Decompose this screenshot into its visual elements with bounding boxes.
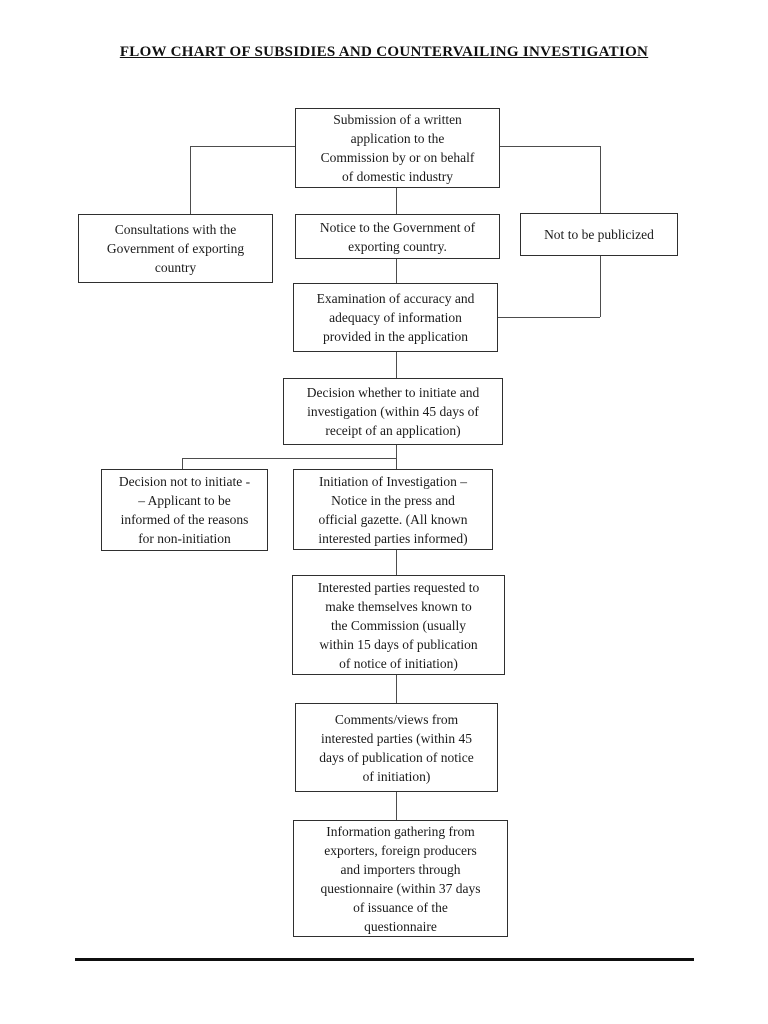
node-examination-of-accuracy: Examination of accuracy and adequacy of … bbox=[293, 283, 498, 352]
connector-to-not-publicized-vertical bbox=[600, 146, 601, 213]
node-decision-whether-initiate: Decision whether to initiate and investi… bbox=[283, 378, 503, 445]
connector-notice-to-examination bbox=[396, 259, 397, 283]
connector-submission-right-horizontal bbox=[500, 146, 600, 147]
connector-examination-to-decision bbox=[396, 352, 397, 378]
connector-not-publicized-down bbox=[600, 256, 601, 317]
node-decision-not-to-initiate: Decision not to initiate - – Applicant t… bbox=[101, 469, 268, 551]
node-submission-application: Submission of a written application to t… bbox=[295, 108, 500, 188]
node-information-gathering: Information gathering from exporters, fo… bbox=[293, 820, 508, 937]
connector-initiation-to-interested bbox=[396, 550, 397, 575]
connector-decision-to-initiation bbox=[396, 445, 397, 469]
connector-submission-left-horizontal bbox=[190, 146, 295, 147]
connector-branch-to-not-initiate bbox=[182, 458, 183, 469]
node-consultations: Consultations with the Government of exp… bbox=[78, 214, 273, 283]
connector-submission-to-notice bbox=[396, 188, 397, 214]
connector-not-publicized-to-examination bbox=[498, 317, 600, 318]
connector-comments-to-information bbox=[396, 792, 397, 820]
node-comments-views: Comments/views from interested parties (… bbox=[295, 703, 498, 792]
node-not-to-be-publicized: Not to be publicized bbox=[520, 213, 678, 256]
connector-interested-to-comments bbox=[396, 675, 397, 703]
page-title: FLOW CHART OF SUBSIDIES AND COUNTERVAILI… bbox=[119, 44, 649, 60]
node-initiation-of-investigation: Initiation of Investigation – Notice in … bbox=[293, 469, 493, 550]
connector-branch-horizontal bbox=[182, 458, 397, 459]
footer-rule bbox=[75, 958, 694, 961]
node-notice-to-government: Notice to the Government of exporting co… bbox=[295, 214, 500, 259]
connector-to-consultations-vertical bbox=[190, 146, 191, 214]
node-interested-parties-known: Interested parties requested to make the… bbox=[292, 575, 505, 675]
